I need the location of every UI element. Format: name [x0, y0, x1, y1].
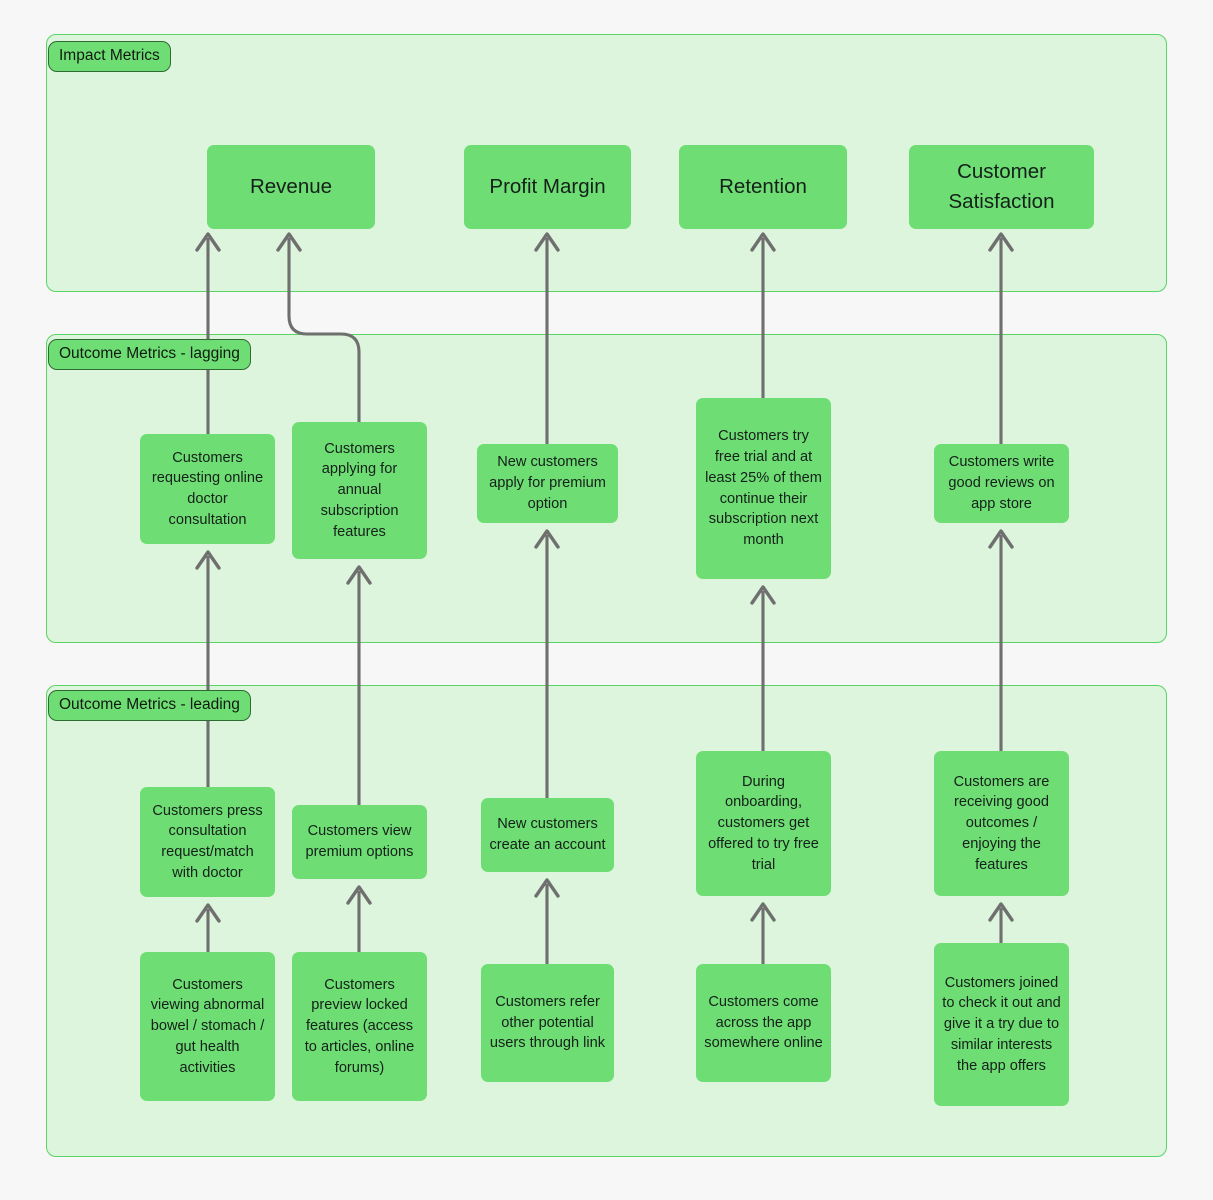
- node-customers-requesting-consultation[interactable]: Customers requesting online doctor consu…: [140, 434, 275, 544]
- node-customers-applying-annual-subscription[interactable]: Customers applying for annual subscripti…: [292, 422, 427, 559]
- node-revenue[interactable]: Revenue: [207, 145, 375, 229]
- node-new-customers-premium-option[interactable]: New customers apply for premium option: [477, 444, 618, 523]
- node-customers-write-good-reviews[interactable]: Customers write good reviews on app stor…: [934, 444, 1069, 523]
- lane-label-impact-metrics: Impact Metrics: [48, 41, 171, 72]
- node-customers-view-premium-options[interactable]: Customers view premium options: [292, 805, 427, 879]
- node-during-onboarding-free-trial[interactable]: During onboarding, customers get offered…: [696, 751, 831, 896]
- lane-label-outcome-metrics-lagging: Outcome Metrics - lagging: [48, 339, 251, 370]
- node-retention[interactable]: Retention: [679, 145, 847, 229]
- node-customers-try-free-trial[interactable]: Customers try free trial and at least 25…: [696, 398, 831, 579]
- node-customers-preview-locked-features[interactable]: Customers preview locked features (acces…: [292, 952, 427, 1101]
- node-customers-come-across-app[interactable]: Customers come across the app somewhere …: [696, 964, 831, 1082]
- lane-label-outcome-metrics-leading: Outcome Metrics - leading: [48, 690, 251, 721]
- node-customer-satisfaction[interactable]: Customer Satisfaction: [909, 145, 1094, 229]
- node-customers-joined-similar-interests[interactable]: Customers joined to check it out and giv…: [934, 943, 1069, 1106]
- node-customers-receiving-good-outcomes[interactable]: Customers are receiving good outcomes / …: [934, 751, 1069, 896]
- node-customers-refer-other-users[interactable]: Customers refer other potential users th…: [481, 964, 614, 1082]
- node-new-customers-create-account[interactable]: New customers create an account: [481, 798, 614, 872]
- node-customers-press-consultation-request[interactable]: Customers press consultation request/mat…: [140, 787, 275, 897]
- node-profit-margin[interactable]: Profit Margin: [464, 145, 631, 229]
- node-customers-viewing-abnormal-health[interactable]: Customers viewing abnormal bowel / stoma…: [140, 952, 275, 1101]
